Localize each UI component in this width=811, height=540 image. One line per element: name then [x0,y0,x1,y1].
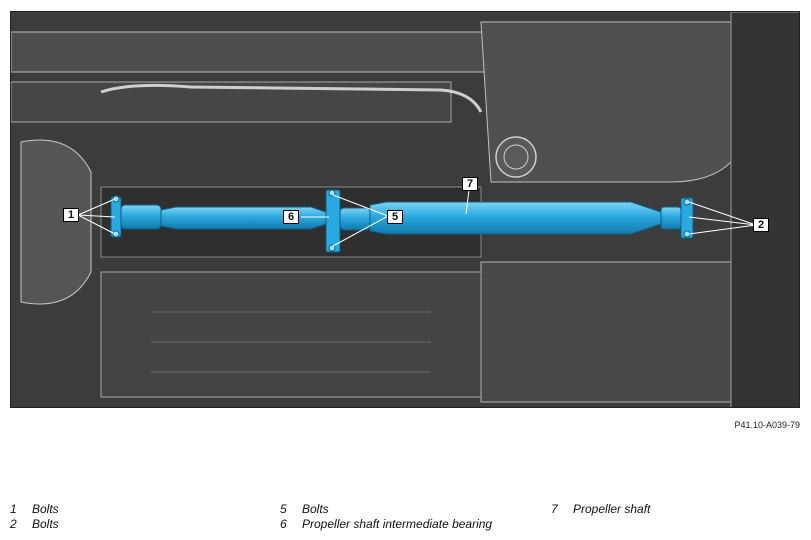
legend-text: Bolts [302,502,329,516]
legend-column-1: 1 Bolts 2 Bolts [10,502,59,532]
legend-number: 7 [551,502,558,516]
front-shaft-section [160,206,327,230]
legend-item: 7 Propeller shaft [551,502,650,517]
bolt-front-bottom [112,230,120,238]
intermediate-bearing [325,189,341,253]
underbody-drawing [11,12,799,407]
legend-text: Bolts [32,502,59,516]
fuel-tank [480,261,742,403]
callout-1: 1 [63,208,79,222]
bolt-front-top [112,195,120,203]
legend-item: 5 Bolts [280,502,492,517]
floor-ribs [151,311,431,373]
exhaust-pipe [100,83,483,113]
upper-rail [11,31,502,73]
legend-text: Propeller shaft [573,502,651,516]
spring-seat-inner [503,144,529,170]
centre-joint [339,207,371,231]
underbody-diagram: 1 2 5 6 7 [10,11,800,408]
floor-panel [100,271,482,398]
callout-7: 7 [462,177,478,191]
legend-text: Propeller shaft intermediate bearing [302,517,493,531]
bolt-bearing-bottom [328,244,336,252]
legend-number: 6 [280,517,287,531]
callout-5: 5 [387,210,403,224]
legend-column-2: 5 Bolts 6 Propeller shaft intermediate b… [280,502,492,532]
legend-item: 2 Bolts [10,517,59,532]
rear-axle-area [730,12,799,407]
bolt-bearing-top [328,189,336,197]
rear-shaft-section [369,201,662,235]
callout-2: 2 [753,218,769,232]
exhaust-channel [11,81,452,123]
spring-seat [495,136,537,178]
front-joint [120,204,162,230]
rear-flange [680,197,694,239]
figure-reference: P41.10-A039-79 [734,420,800,430]
rear-joint [660,206,682,230]
leader-lines [77,189,757,247]
transmission-housing [20,139,92,305]
legend-number: 1 [10,502,17,516]
legend-item: 1 Bolts [10,502,59,517]
legend-item: 6 Propeller shaft intermediate bearing [280,517,492,532]
legend-number: 5 [280,502,287,516]
callout-6: 6 [283,210,299,224]
legend-column-3: 7 Propeller shaft [551,502,650,517]
legend-number: 2 [10,517,17,531]
legend-text: Bolts [32,517,59,531]
